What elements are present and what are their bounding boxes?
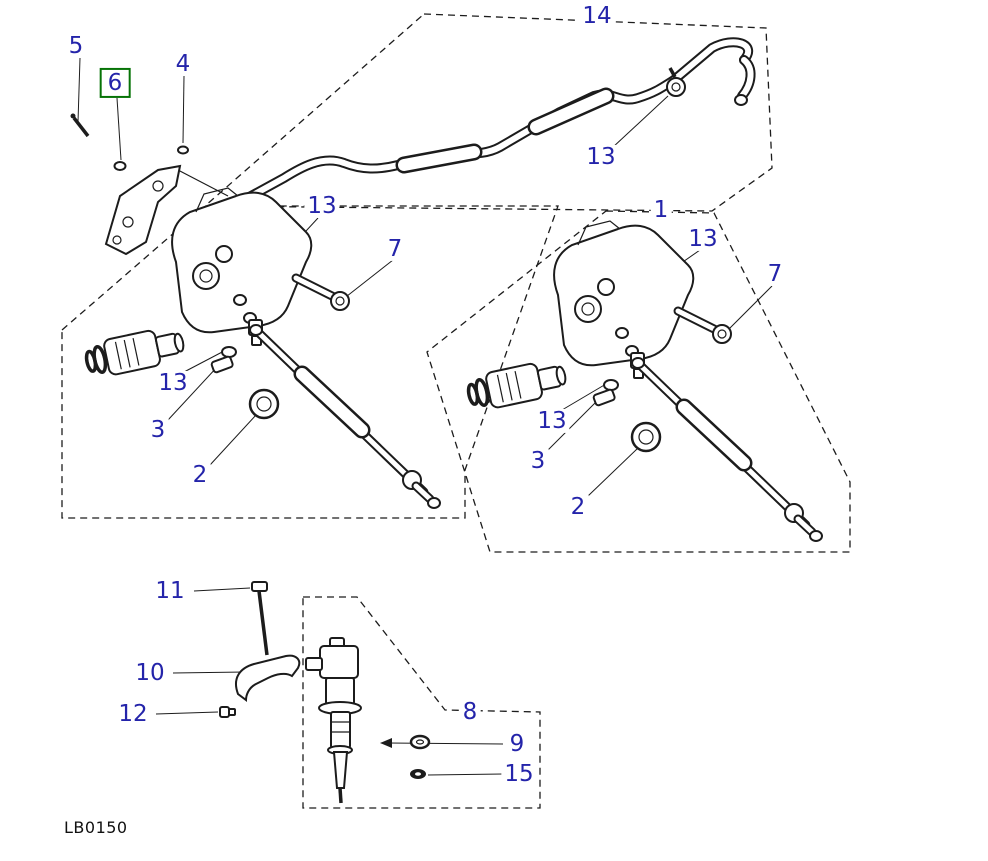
callout-13-right-lower[interactable]: 13: [534, 409, 570, 433]
region-outline-1: [426, 210, 851, 553]
callout-14-pipe-assembly[interactable]: 14: [579, 4, 615, 28]
fuel-pipe-assembly-art: [237, 37, 756, 206]
seal-15-art: [410, 769, 426, 779]
callout-3-left[interactable]: 3: [147, 418, 169, 442]
callout-5-stud[interactable]: 5: [65, 34, 87, 58]
bracket-art: [70, 113, 229, 256]
callout-2-right[interactable]: 2: [567, 495, 589, 519]
region-outline-14: [203, 13, 773, 212]
callout-7-right[interactable]: 7: [764, 262, 786, 286]
washer-9-art: [409, 734, 431, 750]
injector-body-art: [305, 637, 362, 804]
callout-10-clamp[interactable]: 10: [132, 661, 168, 685]
bolt-art: [251, 581, 269, 656]
callout-13-right-upper[interactable]: 13: [685, 227, 721, 251]
injector-unit-art: [219, 581, 431, 804]
drawing-code: LB0150: [64, 818, 128, 837]
callout-3-right[interactable]: 3: [527, 449, 549, 473]
callout-13-left-lower[interactable]: 13: [155, 371, 191, 395]
callout-2-left[interactable]: 2: [189, 463, 211, 487]
callout-1-right-assembly[interactable]: 1: [650, 198, 672, 222]
cap-nut-art: [219, 706, 236, 718]
banjo-union-art: [666, 67, 686, 97]
region-outline-8: [302, 596, 541, 809]
clamp-fork-art: [235, 654, 301, 702]
callout-15-seal[interactable]: 15: [501, 762, 537, 786]
callout-7-left[interactable]: 7: [384, 237, 406, 261]
stud-art: [70, 113, 90, 138]
callout-6-washer-highlighted[interactable]: 6: [99, 67, 131, 99]
callout-8-injector-group[interactable]: 8: [459, 700, 481, 724]
callout-4-bracket[interactable]: 4: [172, 52, 194, 76]
region-outlines: [61, 13, 851, 809]
washer-art: [113, 161, 127, 171]
region-outline-left-assembly: [61, 205, 559, 519]
callout-13-left-upper[interactable]: 13: [304, 194, 340, 218]
callout-11-bolt[interactable]: 11: [152, 579, 188, 603]
gasket-art: [177, 145, 189, 155]
callout-9-washer[interactable]: 9: [506, 732, 528, 756]
callout-12-nut[interactable]: 12: [115, 702, 151, 726]
arrowhead: [380, 738, 392, 748]
leader-lines: [77, 57, 773, 776]
callout-13-pipe-union[interactable]: 13: [583, 145, 619, 169]
